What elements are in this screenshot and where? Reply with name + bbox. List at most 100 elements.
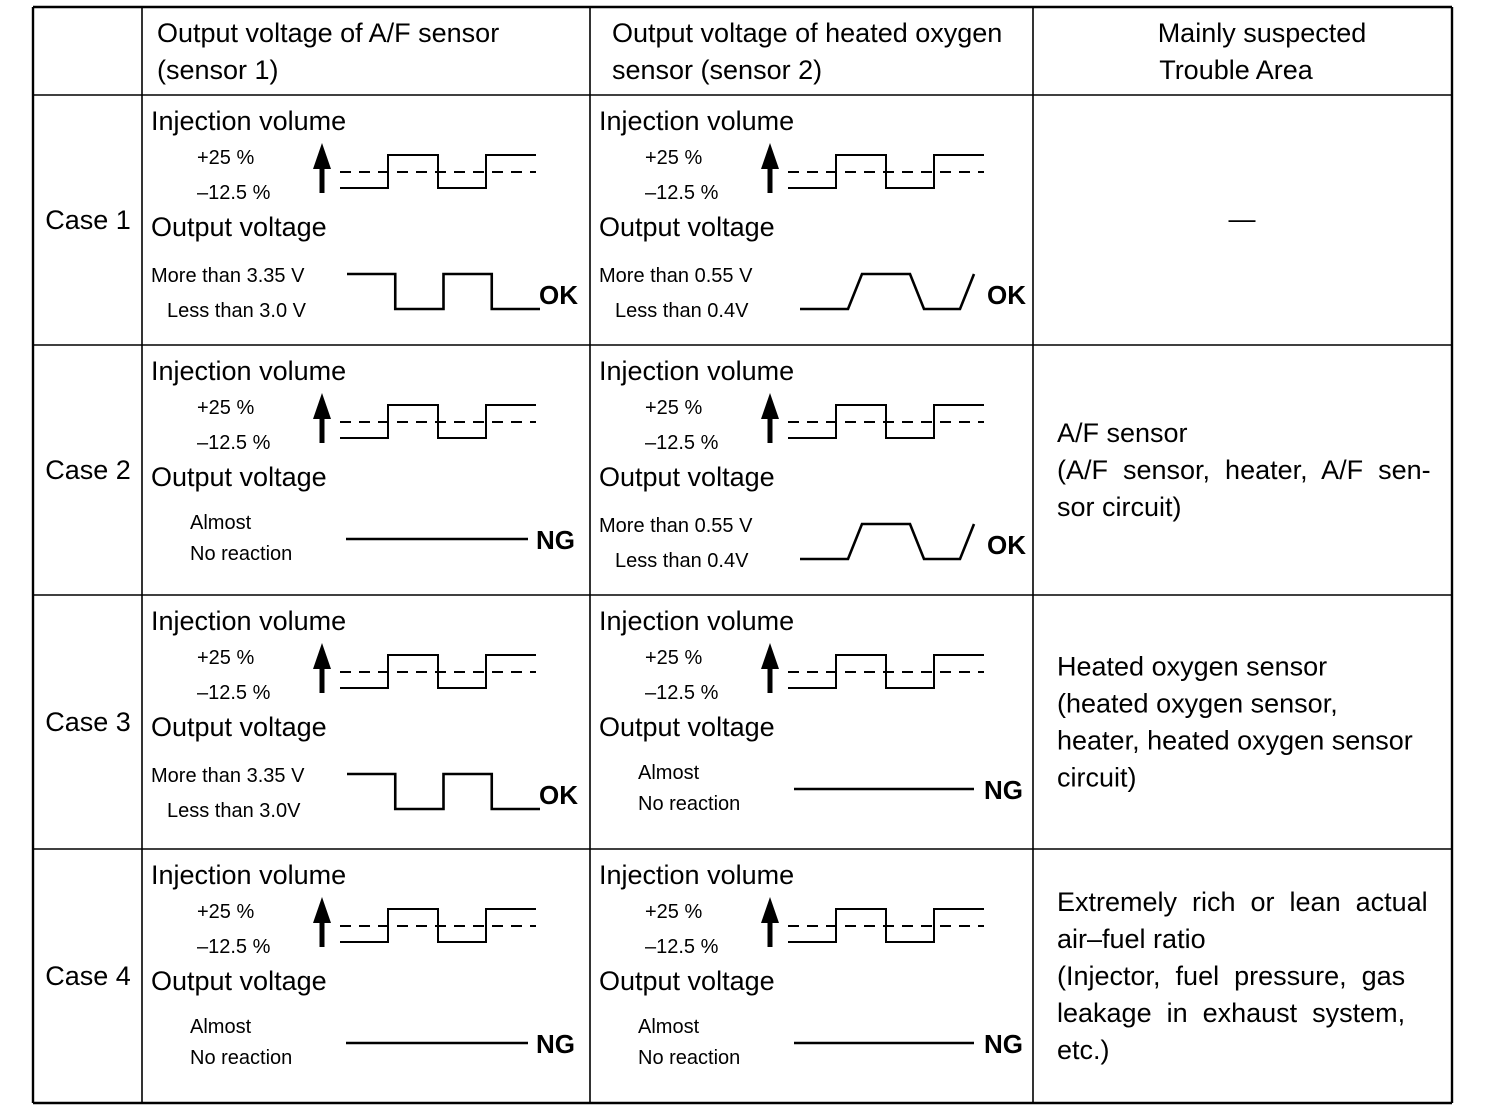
injection-high-label: +25 % xyxy=(645,901,702,923)
injection-high-label: +25 % xyxy=(645,647,702,669)
trouble-area-line: (A/F sensor, heater, A/F sen- xyxy=(1057,455,1431,485)
trouble-area-line: circuit) xyxy=(1057,763,1137,793)
output-voltage-label: Output voltage xyxy=(599,462,775,492)
trouble-area-line: air–fuel ratio xyxy=(1057,924,1206,954)
case-label: Case 2 xyxy=(45,455,131,485)
injection-square-wave xyxy=(788,404,984,439)
ho2-cell-case-3: Injection volume+25 %–12.5 %Output volta… xyxy=(599,606,1023,815)
af-cell-case-2: Injection volume+25 %–12.5 %Output volta… xyxy=(151,356,575,565)
injection-volume-label: Injection volume xyxy=(599,106,794,136)
output-square-wave xyxy=(347,772,540,811)
table-row: Case 4 xyxy=(45,961,131,991)
table-row: Case 3 xyxy=(45,707,131,737)
injection-low-label: –12.5 % xyxy=(645,936,719,958)
level-high-label: More than 3.35 V xyxy=(151,765,305,787)
ho2-cell-case-4: Injection volume +25 % –12.5 % Output volta… xyxy=(599,860,1023,1069)
header-af-sensor-line1: Output voltage of A/F sensor xyxy=(157,18,499,48)
injection-arrow-head xyxy=(761,643,779,669)
table-content: Output voltage of A/F sensor (sensor 1) Ou… xyxy=(45,18,1430,1069)
injection-arrow-head xyxy=(313,393,331,419)
injection-square-wave xyxy=(788,908,984,943)
output-square-wave xyxy=(347,272,540,311)
output-voltage-label: Output voltage xyxy=(599,966,775,996)
injection-low-label: –12.5 % xyxy=(197,936,271,958)
injection-arrow-head xyxy=(313,143,331,169)
af-cell-case-3: Injection volume+25 %–12.5 %Output volta… xyxy=(151,606,578,822)
level-high-label: More than 3.35 V xyxy=(151,265,305,287)
trouble-area-line: leakage in exhaust system, xyxy=(1057,998,1405,1028)
trouble-area-cell: Heated oxygen sensor (heated oxygen senso… xyxy=(1057,652,1413,793)
trouble-area-line: Heated oxygen sensor xyxy=(1057,652,1327,682)
trouble-area-line: (heated oxygen sensor, xyxy=(1057,689,1338,719)
level-high-label: More than 0.55 V xyxy=(599,515,753,537)
reaction-label-line1: Almost xyxy=(190,1016,252,1038)
injection-high-label: +25 % xyxy=(645,397,702,419)
injection-volume-label: Injection volume xyxy=(599,606,794,636)
trouble-area-cell: A/F sensor(A/F sensor, heater, A/F sen-s… xyxy=(1057,418,1431,522)
output-voltage-label: Output voltage xyxy=(151,966,327,996)
output-voltage-label: Output voltage xyxy=(151,462,327,492)
injection-low-label: –12.5 % xyxy=(645,682,719,704)
ho2-cell-case-1: Injection volume+25 %–12.5 %Output volta… xyxy=(599,106,1026,322)
injection-volume-label: Injection volume xyxy=(151,106,346,136)
trouble-area-dash: — xyxy=(1229,204,1256,234)
trouble-area-cell: — xyxy=(1229,204,1256,234)
result-badge: OK xyxy=(539,780,578,810)
injection-low-label: –12.5 % xyxy=(197,682,271,704)
af-cell-case-4: Injection volume +25 % –12.5 % Output volta… xyxy=(151,860,575,1069)
injection-square-wave xyxy=(340,154,536,189)
injection-volume-label: Injection volume xyxy=(599,860,794,890)
result-badge: NG xyxy=(984,775,1023,805)
reaction-label-line1: Almost xyxy=(638,1016,700,1038)
case-label: Case 1 xyxy=(45,205,131,235)
injection-arrow-head xyxy=(313,643,331,669)
injection-volume-label: Injection volume xyxy=(151,356,346,386)
level-low-label: Less than 3.0V xyxy=(167,800,301,822)
table-row: Case 2 xyxy=(45,455,131,485)
reaction-label-line1: Almost xyxy=(190,512,252,534)
injection-square-wave xyxy=(340,404,536,439)
output-voltage-label: Output voltage xyxy=(151,712,327,742)
reaction-label-line2: No reaction xyxy=(190,1047,292,1069)
injection-volume-label: Injection volume xyxy=(151,860,346,890)
injection-low-label: –12.5 % xyxy=(197,432,271,454)
reaction-label-line2: No reaction xyxy=(190,543,292,565)
injection-high-label: +25 % xyxy=(197,901,254,923)
af-cell-case-1: Injection volume+25 %–12.5 %Output volta… xyxy=(151,106,578,322)
trouble-area-line: etc.) xyxy=(1057,1035,1110,1065)
trouble-area-cell: Extremely rich or lean actual air–fuel ra… xyxy=(1057,887,1428,1065)
injection-arrow-head xyxy=(761,143,779,169)
table-row: Case 1 xyxy=(45,205,131,235)
header-ho2-sensor-line1: Output voltage of heated oxygen xyxy=(612,18,1002,48)
header-trouble-area-line2: Trouble Area xyxy=(1159,55,1314,85)
case-label: Case 4 xyxy=(45,961,131,991)
header-ho2-sensor-line2: sensor (sensor 2) xyxy=(612,55,822,85)
level-low-label: Less than 0.4V xyxy=(615,550,749,572)
header-trouble-area-line1: Mainly suspected xyxy=(1158,18,1367,48)
injection-square-wave xyxy=(788,154,984,189)
reaction-label-line2: No reaction xyxy=(638,1047,740,1069)
trouble-area-line: (Injector, fuel pressure, gas xyxy=(1057,961,1405,991)
level-high-label: More than 0.55 V xyxy=(599,265,753,287)
result-badge: OK xyxy=(539,280,578,310)
output-trapezoid-wave xyxy=(800,522,976,561)
output-voltage-label: Output voltage xyxy=(599,212,775,242)
injection-high-label: +25 % xyxy=(197,647,254,669)
injection-low-label: –12.5 % xyxy=(645,182,719,204)
injection-volume-label: Injection volume xyxy=(599,356,794,386)
reaction-label-line2: No reaction xyxy=(638,793,740,815)
level-low-label: Less than 0.4V xyxy=(615,300,749,322)
case-label: Case 3 xyxy=(45,707,131,737)
trouble-area-line: sor circuit) xyxy=(1057,492,1182,522)
injection-square-wave xyxy=(340,654,536,689)
ho2-cell-case-2: Injection volume +25 % –12.5 % Output volta… xyxy=(599,356,1026,572)
injection-high-label: +25 % xyxy=(197,147,254,169)
header-af-sensor-line2: (sensor 1) xyxy=(157,55,279,85)
output-voltage-label: Output voltage xyxy=(151,212,327,242)
result-badge: NG xyxy=(536,1029,575,1059)
result-badge: NG xyxy=(536,525,575,555)
trouble-area-line: Extremely rich or lean actual xyxy=(1057,887,1428,917)
result-badge: OK xyxy=(987,280,1026,310)
injection-low-label: –12.5 % xyxy=(645,432,719,454)
